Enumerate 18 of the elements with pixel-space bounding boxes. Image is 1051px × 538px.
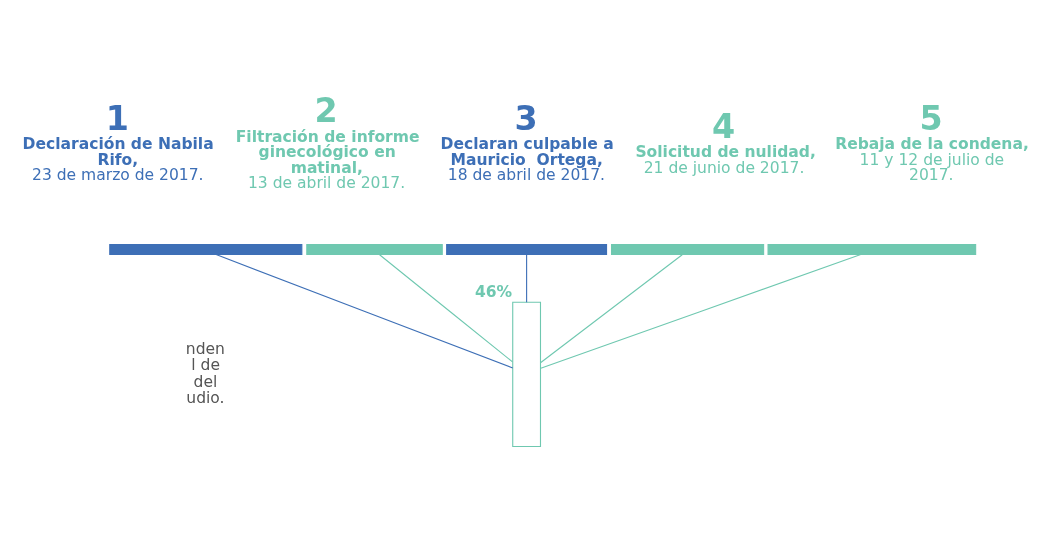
- node-bar: [767, 243, 977, 255]
- connector: [539, 253, 683, 363]
- node-label: 46%: [474, 282, 513, 301]
- connector: [526, 253, 528, 303]
- node-text: 2 Filtración de informe ginecológico en matinal, 13 de abril de 2017.: [235, 90, 420, 192]
- node-bar: [512, 301, 542, 447]
- node-bar: [446, 243, 608, 255]
- node-text: 4 Solicitud de nulidad, 21 de junio de 2017.: [635, 106, 816, 177]
- node-text: 1 Declaración de Nabila Rifo, 23 de marzo de 2017.: [22, 98, 214, 184]
- node-text: 3 Declaran culpable a Mauricio Ortega, 18 de abril de 2017.: [440, 98, 614, 184]
- connector: [540, 253, 862, 369]
- node-bar: [610, 243, 765, 255]
- node-text: 5 Rebaja de la condena, 11 y 12 de julio de 2017.: [835, 98, 1029, 184]
- connector: [379, 253, 514, 362]
- label: nden l de del udio.: [185, 339, 225, 407]
- connector: [215, 253, 514, 369]
- node-bar: [306, 243, 443, 255]
- node-bar: [109, 243, 303, 255]
